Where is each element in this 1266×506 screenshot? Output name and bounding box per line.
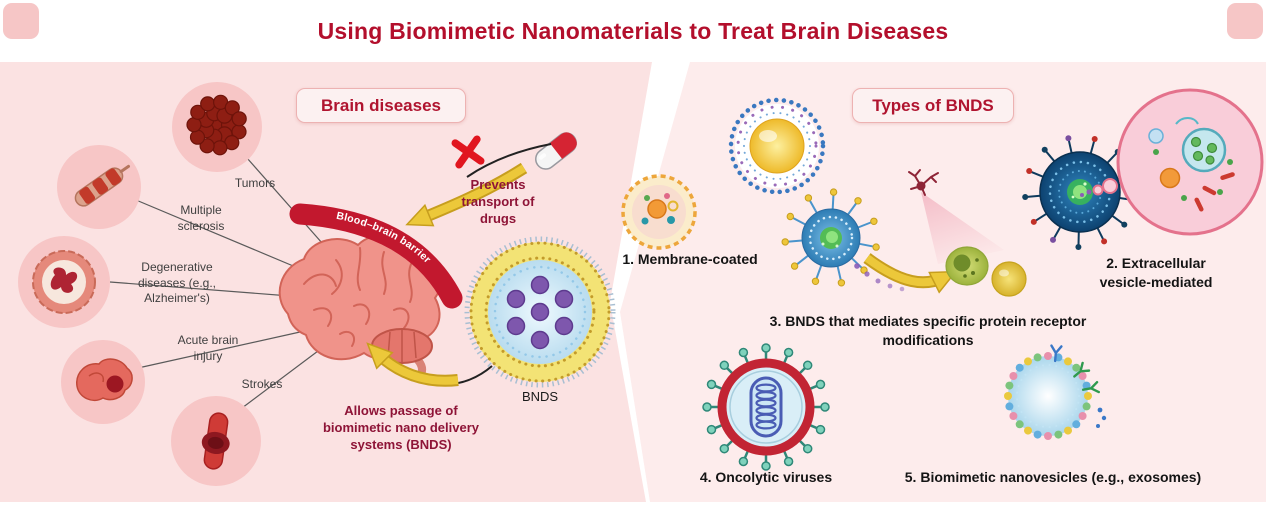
corner-decoration [3, 3, 39, 39]
type-4-label: 4. Oncolytic viruses [699, 469, 833, 485]
type-5-label: 5. Biomimetic nanovesicles (e.g., exosom… [904, 469, 1202, 485]
bnds-caption: BNDS [521, 389, 559, 404]
tumors-label: Tumors [234, 176, 276, 190]
types-of-bnds-heading: Types of BNDS [852, 88, 1014, 123]
type-3-label: 3. BNDS that mediates specific protein r… [769, 313, 1087, 348]
multiple-sclerosis-label: Multiple sclerosis [177, 203, 225, 233]
allows-note: Allows passage of biomimetic nano delive… [322, 403, 480, 453]
acute-brain-injury-label: Acute brain injury [177, 333, 239, 363]
type-2-label: 2. Extracellular vesicle-mediated [1099, 255, 1213, 290]
prevents-note: Prevents transport of drugs [461, 177, 535, 227]
header: Using Biomimetic Nanomaterials to Treat … [0, 0, 1266, 62]
brain-diseases-heading: Brain diseases [296, 88, 466, 123]
degenerative-diseases-label: Degenerative diseases (e.g., Alzheimer's… [137, 260, 217, 306]
page-title: Using Biomimetic Nanomaterials to Treat … [317, 17, 949, 44]
corner-decoration [1227, 3, 1263, 39]
type-1-label: 1. Membrane-coated [622, 251, 758, 267]
strokes-label: Strokes [241, 377, 283, 391]
